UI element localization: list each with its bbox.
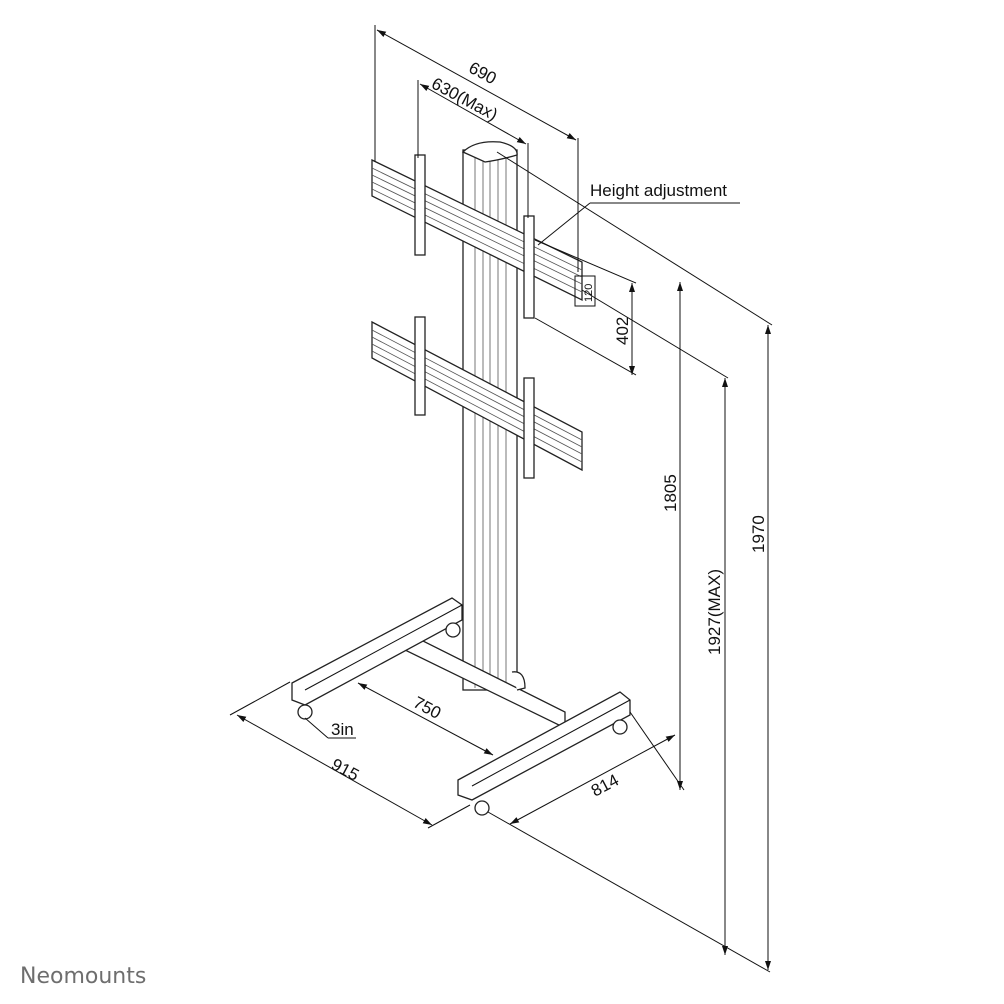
dim-1970: 1970 (749, 515, 768, 553)
dim-814: 814 (588, 770, 622, 800)
dim-120: 120 (583, 284, 595, 302)
dim-690: 690 (466, 58, 500, 88)
upper-crossbar (371, 154, 583, 319)
base (291, 597, 631, 816)
neomounts-logo: Neomounts (20, 964, 146, 989)
dim-915: 915 (328, 755, 362, 785)
dim-750: 750 (410, 693, 444, 723)
lower-crossbar (371, 316, 583, 479)
dimension-lines (229, 25, 773, 973)
dim-1805: 1805 (661, 474, 680, 512)
height-adjustment-label: Height adjustment (590, 181, 727, 200)
caster-size-label: 3in (331, 720, 354, 739)
dim-402: 402 (613, 317, 632, 345)
dim-1927-max: 1927(MAX) (705, 569, 724, 655)
